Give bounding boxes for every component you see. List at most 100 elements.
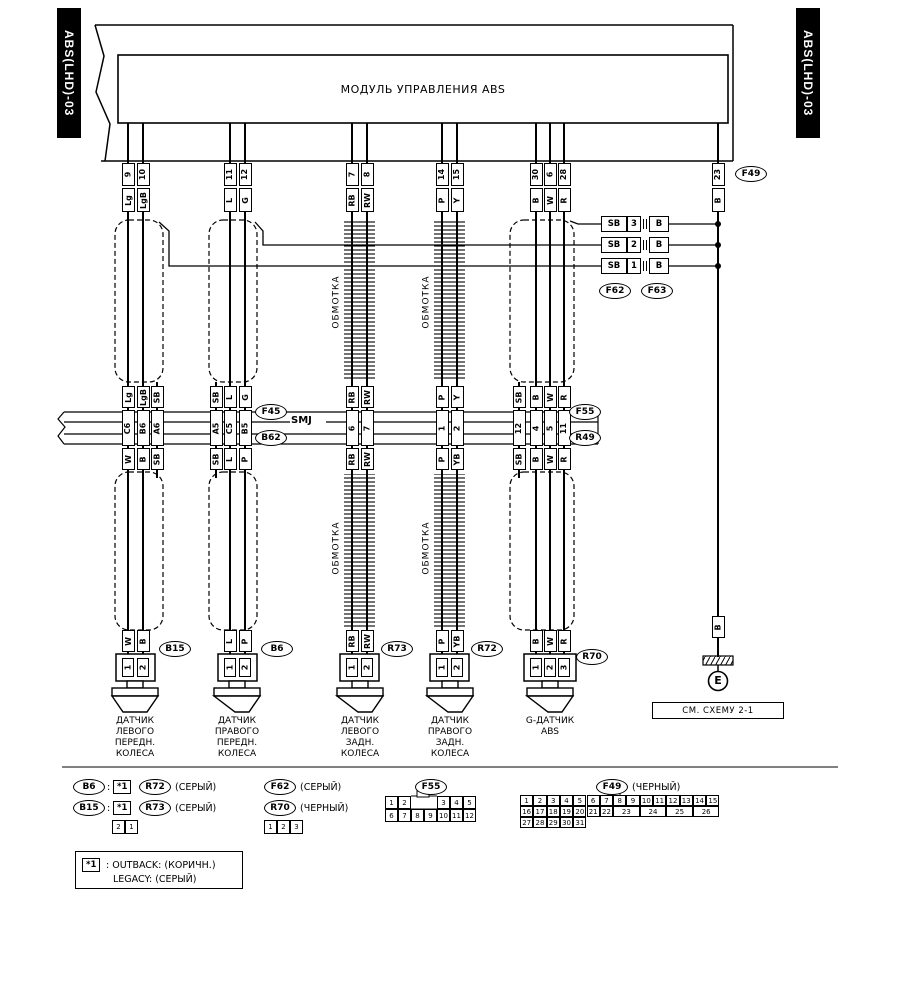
smj-wire-color-below: W	[543, 448, 557, 470]
sensor-caption-line: ЛЕВОГО	[115, 727, 155, 737]
pin-grid-cell: 26	[692, 806, 720, 817]
ground-reference: СМ. СХЕМУ 2-1	[652, 702, 784, 719]
sensor-caption-line: ЗАДН.	[345, 738, 375, 748]
pin-grid-cell: 5	[463, 796, 476, 809]
pin-grid-cell: 19	[559, 806, 574, 817]
sensor-wire-color: B	[529, 630, 543, 652]
sensor-connector-label: B15	[159, 641, 191, 657]
smj-cell: A6	[150, 410, 164, 446]
smj-cell: 12	[512, 410, 526, 446]
sensor-caption-line: ЗАДН.	[435, 738, 465, 748]
wire-color-code: Lg	[121, 188, 135, 212]
legend-colon-2: :	[107, 803, 111, 814]
smj-wire-color-below: SB	[209, 448, 223, 470]
pin-number: 14	[435, 163, 449, 186]
sensor-wire-color: W	[121, 630, 135, 652]
legend-color-black-1: (ЧЕРНЫЙ)	[632, 782, 681, 793]
connector-label-f63: F63	[641, 283, 673, 299]
smj-cell: 11	[557, 410, 571, 446]
sensor-caption-line: КОЛЕСА	[340, 749, 380, 759]
sensor-caption-line: КОЛЕСА	[217, 749, 257, 759]
sensor-pin-number: 3	[558, 658, 570, 677]
pin-grid-cell: 2	[277, 820, 290, 834]
smj-wire-color-above: W	[543, 386, 557, 408]
smj-wire-color-above: Y	[450, 386, 464, 408]
smj-wire-color-below: L	[223, 448, 237, 470]
wire-color-code: L	[223, 188, 237, 212]
pin-grid-cell: 1	[125, 820, 138, 834]
sensor-pin-number: 1	[436, 658, 448, 677]
smj-wire-color-below: RB	[345, 448, 359, 470]
sensor-connector-label: R70	[576, 649, 608, 665]
pin-grid-cell: 2	[533, 795, 547, 806]
pin-number: 6	[543, 163, 557, 186]
pin-grid-cell: 28	[533, 817, 547, 828]
pin-grid-cell: 25	[666, 806, 693, 817]
wire-color-code: B	[529, 188, 543, 212]
smj-wire-color-above: SB	[512, 386, 526, 408]
wire-color-code: RB	[345, 188, 359, 212]
legend-color-grey-1: (СЕРЫЙ)	[175, 782, 217, 793]
sensor-caption-line: ЛЕВОГО	[340, 727, 380, 737]
legend-oval-r72: R72	[139, 779, 171, 795]
sensor-pin-number: 1	[530, 658, 542, 677]
sensor-caption-line: ДАТЧИК	[431, 716, 469, 726]
smj-cell: B5	[238, 410, 252, 446]
wire-color-code: LgB	[136, 188, 150, 212]
pin-grid-cell: 17	[533, 806, 547, 817]
footnote-line1: : OUTBACK: (КОРИЧН.)	[106, 860, 216, 871]
sensor-pin-number: 1	[224, 658, 236, 677]
sensor-wire-color: L	[223, 630, 237, 652]
shield-link-b: B	[649, 216, 669, 232]
pin-grid-cell: 11	[450, 809, 463, 822]
pin-grid-cell: 22	[599, 806, 614, 817]
connector-label-f62: F62	[599, 283, 631, 299]
smj-cell: 2	[450, 410, 464, 446]
sensor-pin-number: 2	[544, 658, 556, 677]
smj-wire-color-above: SB	[209, 386, 223, 408]
pin-grid-cell: 18	[546, 806, 560, 817]
pin-number: 7	[345, 163, 359, 186]
smj-wire-color-above: LgB	[136, 386, 150, 408]
footnote-box: *1 : OUTBACK: (КОРИЧН.) LEGACY: (СЕРЫЙ)	[75, 851, 243, 889]
smj-cell: A5	[209, 410, 223, 446]
sensor-caption-line: ДАТЧИК	[116, 716, 154, 726]
sensor-caption-line: ДАТЧИК	[341, 716, 379, 726]
wire-color-code: R	[557, 188, 571, 212]
smj-wire-color-below: B	[136, 448, 150, 470]
pin-grid-cell: 1	[520, 795, 534, 806]
sensor-pin-number: 2	[137, 658, 149, 677]
smj-wire-color-below: B	[529, 448, 543, 470]
pin-number: 12	[238, 163, 252, 186]
connector-label-r49: R49	[569, 430, 601, 446]
shield-link-pin: 1	[627, 258, 641, 274]
pin-grid-cell: 29	[546, 817, 560, 828]
legend-color-grey-2: (СЕРЫЙ)	[300, 782, 342, 793]
shield-link-b: B	[649, 258, 669, 274]
pin-grid-cell: 2	[398, 796, 411, 809]
smj-wire-color-below: RW	[360, 448, 374, 470]
pin-grid-cell: 31	[573, 817, 587, 828]
smj-wire-color-above: RW	[360, 386, 374, 408]
legend-color-grey-3: (СЕРЫЙ)	[175, 803, 217, 814]
wire-color-code: G	[238, 188, 252, 212]
smj-wire-color-below: SB	[512, 448, 526, 470]
pin-grid-cell: 9	[626, 795, 640, 806]
smj-cell: 1	[435, 410, 449, 446]
smj-wire-color-above: R	[557, 386, 571, 408]
page-code-right: ABS(LHD)-03	[796, 8, 820, 138]
pin-grid-cell: 21	[586, 806, 600, 817]
pin-number: 9	[121, 163, 135, 186]
pin-grid-cell: 3	[290, 820, 303, 834]
legend-oval-f49: F49	[596, 779, 628, 795]
wire-color-code: P	[435, 188, 449, 212]
pin-grid-cell: 30	[559, 817, 574, 828]
ground-name: E	[714, 674, 722, 687]
sensor-wire-color: W	[543, 630, 557, 652]
smj-cell: C5	[223, 410, 237, 446]
shield-link-pin: 2	[627, 237, 641, 253]
smj-wire-color-below: P	[435, 448, 449, 470]
